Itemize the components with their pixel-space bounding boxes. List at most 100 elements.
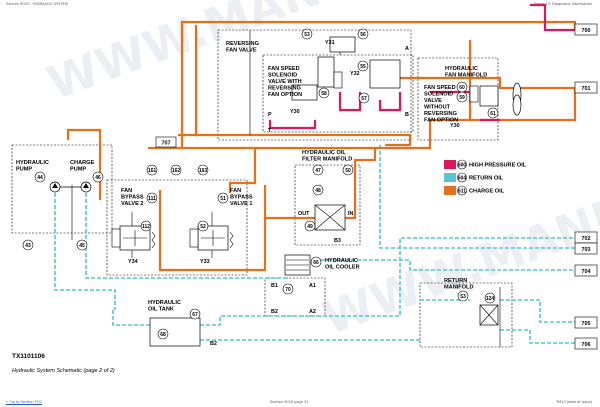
svg-text:43: 43 — [25, 243, 31, 249]
callout-58: 58 — [318, 87, 330, 99]
svg-text:700: 700 — [582, 28, 591, 34]
valve-arrow-icon — [123, 230, 147, 246]
tag-y30: Y30 — [290, 109, 300, 115]
footer-right: TM13 (date of issue) — [556, 400, 592, 404]
tag-port-t: T — [268, 128, 272, 134]
svg-text:67: 67 — [192, 312, 198, 318]
return-line — [379, 145, 575, 249]
charge-line — [228, 148, 257, 193]
tag-b3: B3 — [334, 238, 341, 244]
filter-manifold-box — [294, 164, 361, 246]
callout-45: 45 — [76, 239, 88, 251]
return-line — [54, 193, 116, 310]
bypass-valve-box — [106, 179, 248, 276]
tag-a2: A2 — [309, 309, 316, 315]
legend-num-600: 600 — [457, 159, 467, 170]
svg-text:49: 49 — [307, 224, 313, 230]
svg-text:60: 60 — [459, 85, 465, 91]
charge-line — [178, 133, 412, 147]
fan-speed-valve-box — [262, 54, 414, 133]
connector-703: 703 — [574, 242, 598, 255]
callout-50: 50 — [342, 164, 354, 176]
callout-43: 43 — [22, 239, 34, 251]
svg-text:53: 53 — [304, 32, 310, 38]
legend: 600 HIGH PRESSURE OIL 604 RETURN OIL 611… — [444, 159, 527, 196]
callout-51: 51 — [217, 192, 229, 204]
footer-page: Section 9025 page 31 — [270, 400, 309, 404]
svg-text:163: 163 — [199, 168, 208, 174]
svg-text:45: 45 — [79, 243, 85, 249]
callout-59: 59 — [456, 91, 468, 103]
legend-label-charge: CHARGE OIL — [469, 189, 505, 195]
svg-text:124: 124 — [486, 296, 495, 302]
tag-y33: Y33 — [200, 259, 210, 265]
solenoid-coil — [469, 85, 479, 103]
return-manifold-box — [419, 282, 513, 348]
callout-53: 53 — [301, 28, 313, 40]
svg-text:702: 702 — [582, 236, 591, 242]
section-toc-link[interactable]: ← Go to Section TOC — [6, 400, 43, 404]
valve-spool — [479, 85, 499, 107]
tag-b2: B2 — [210, 341, 217, 347]
legend-num-611: 611 — [457, 185, 467, 196]
svg-text:51: 51 — [220, 196, 226, 202]
svg-text:611: 611 — [458, 189, 466, 195]
svg-text:59: 59 — [459, 95, 465, 101]
svg-text:66: 66 — [313, 260, 319, 266]
tag-port-a: A — [405, 46, 409, 52]
svg-text:52: 52 — [200, 224, 206, 230]
header-right: Group 15: Diagnostic Information — [533, 2, 592, 6]
tag-b2-port: B2 — [271, 309, 278, 315]
svg-text:57: 57 — [361, 96, 367, 102]
callout-44: 44 — [34, 171, 46, 183]
svg-text:706: 706 — [582, 342, 591, 348]
solenoid-coil — [189, 228, 199, 248]
callout-52: 52 — [197, 220, 209, 232]
callout-163: 163 — [197, 164, 209, 176]
tag-in: IN — [348, 211, 353, 217]
cooler-fins-icon — [286, 259, 309, 271]
svg-text:58: 58 — [321, 91, 327, 97]
connector-704: 704 — [574, 264, 598, 277]
svg-text:50: 50 — [345, 168, 351, 174]
connector-700: 700 — [574, 23, 598, 36]
component-tags: Y31 Y32 Y30 Y30 Y34 Y33 B3 B2 OUT IN A B… — [128, 40, 460, 347]
tag-b1: B1 — [271, 283, 278, 289]
callout-68: 68 — [157, 328, 169, 340]
svg-text:68: 68 — [160, 332, 166, 338]
callout-group: 53 56 55 58 57 60 59 61 44 46 43 45 161 … — [22, 28, 499, 340]
callout-53-return: 53 — [457, 290, 469, 302]
oil-tank — [149, 317, 201, 347]
svg-text:61: 61 — [490, 111, 496, 117]
solenoid-coil — [111, 228, 121, 248]
callout-162: 162 — [170, 164, 182, 176]
filter-symbol-icon — [314, 204, 346, 231]
return-line — [112, 310, 150, 326]
callout-124: 124 — [484, 292, 496, 304]
legend-swatch-return — [444, 173, 456, 182]
reversing-fan-valve-box — [217, 29, 412, 141]
svg-text:701: 701 — [582, 86, 591, 92]
svg-text:161: 161 — [148, 168, 157, 174]
legend-num-604: 604 — [457, 172, 467, 183]
tag-a1: A1 — [309, 283, 316, 289]
svg-text:46: 46 — [95, 175, 101, 181]
high-pressure-line — [268, 120, 317, 130]
callout-70: 70 — [282, 283, 294, 295]
filter-symbol-icon — [479, 304, 499, 326]
svg-text:48: 48 — [315, 188, 321, 194]
spring-icon — [151, 231, 156, 249]
svg-text:47: 47 — [315, 168, 321, 174]
tag-port-p: P — [268, 112, 272, 118]
legend-swatch-high-pressure — [444, 160, 456, 169]
legend-label-high-pressure: HIGH PRESSURE OIL — [469, 163, 527, 169]
svg-text:705: 705 — [582, 321, 591, 327]
